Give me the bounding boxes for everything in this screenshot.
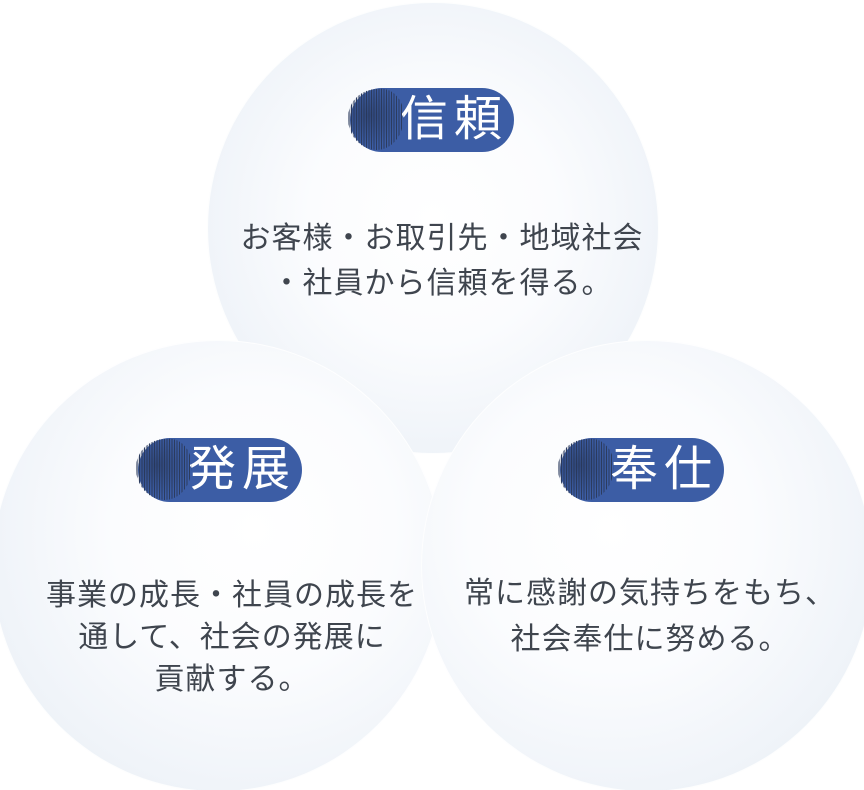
value-circle-service: 奉仕 常に感謝の気持ちをもち、 社会奉仕に努める。 xyxy=(421,340,864,790)
fingerprint-icon xyxy=(133,437,195,502)
trust-badge: 信頼 xyxy=(345,87,514,152)
trust-description-line: お客様・お取引先・地域社会 xyxy=(240,222,644,255)
service-description-line: 社会奉仕に努める。 xyxy=(510,623,790,656)
trust-description: お客様・お取引先・地域社会 ・社員から信頼を得る。 xyxy=(217,216,667,306)
development-badge-label: 発展 xyxy=(187,443,296,496)
fingerprint-icon xyxy=(555,437,617,502)
development-description-line: 事業の成長・社員の成長を xyxy=(46,579,418,612)
service-description-line: 常に感謝の気持ちをもち、 xyxy=(464,577,836,610)
service-description: 常に感謝の気持ちをもち、 社会奉仕に努める。 xyxy=(425,571,864,663)
trust-badge-label: 信頼 xyxy=(399,93,508,146)
development-badge: 発展 xyxy=(133,437,302,502)
development-description: 事業の成長・社員の成長を 通して、社会の発展に 貢献する。 xyxy=(7,575,457,701)
value-circle-development: 発展 事業の成長・社員の成長を 通して、社会の発展に 貢献する。 xyxy=(0,340,444,790)
service-badge-label: 奉仕 xyxy=(609,443,718,496)
fingerprint-icon xyxy=(345,87,407,152)
development-description-line: 貢献する。 xyxy=(154,663,310,696)
service-badge: 奉仕 xyxy=(555,437,724,502)
trust-description-line: ・社員から信頼を得る。 xyxy=(271,267,613,300)
development-description-line: 通して、社会の発展に xyxy=(78,621,386,654)
